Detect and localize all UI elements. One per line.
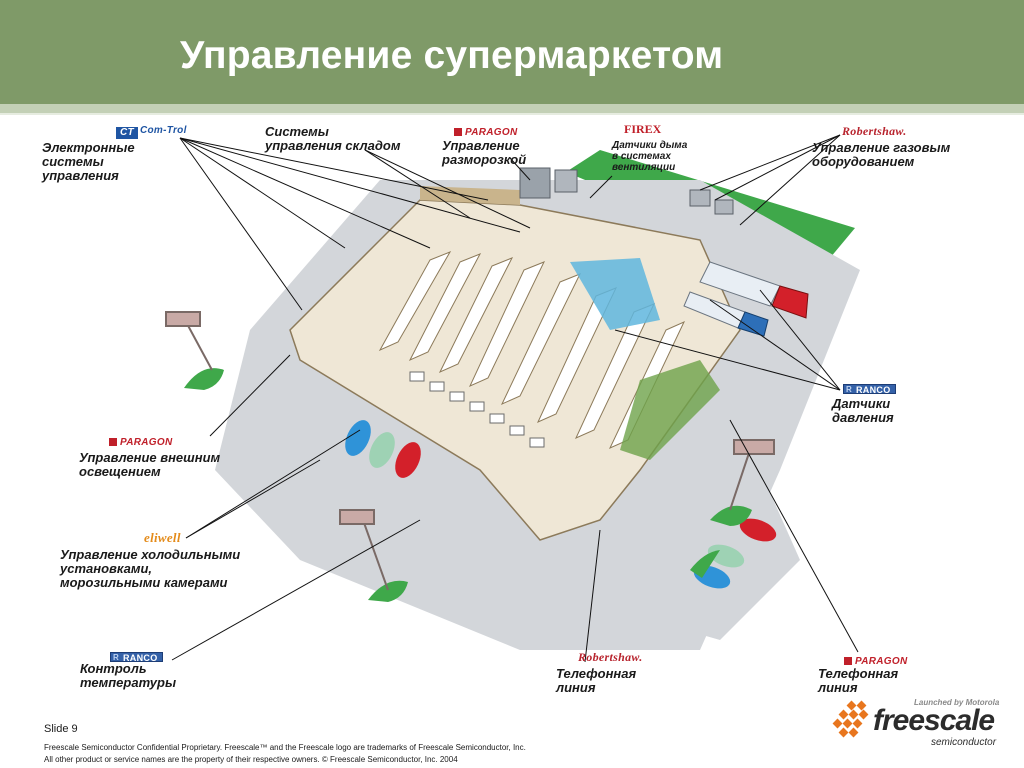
lamp-islands: [184, 368, 752, 602]
store-aisles: [378, 250, 686, 450]
callout-smoke-detectors: Датчики дыма в системах вентиляции: [612, 140, 688, 173]
comtrol-logo-mark: CT: [116, 127, 138, 139]
rooftop-unit-3: [689, 189, 711, 207]
refrigerated-section: [570, 258, 660, 330]
eliwell-logo: eliwell: [144, 530, 181, 545]
firex-logo: FIREX: [624, 122, 662, 136]
slide-title: Управление супермаркетом: [180, 34, 724, 77]
callout-temperature-control: Контроль температуры: [80, 661, 177, 690]
store-back-wall: [420, 186, 520, 205]
footer-legal-line-1: Freescale Semiconductor Confidential Pro…: [44, 743, 526, 752]
callout-phone-line-robertshaw: Телефонная линия: [556, 666, 637, 695]
callout-warehouse-control: Системы управления складом: [265, 124, 401, 153]
callout-pressure-sensors: Датчики давления: [832, 396, 894, 425]
callout-refrigeration-control: Управление холодильными установками, мор…: [60, 547, 241, 590]
produce-section: [620, 360, 720, 460]
footer-legal-line-2: All other product or service names are t…: [44, 755, 458, 764]
callout-phone-line-paragon: Телефонная линия: [818, 666, 899, 695]
delivery-trucks: [683, 261, 809, 337]
checkout-lanes: [409, 371, 545, 448]
lamp-posts: [165, 311, 775, 591]
leader-lines: [171, 134, 859, 663]
callout-outdoor-lighting: Управление внешним освещением: [79, 450, 221, 479]
title-bar-underline-light: [0, 113, 1024, 115]
ranco-logo-pressure: RANCO: [843, 384, 896, 395]
rooftop-unit-2: [554, 169, 578, 193]
freescale-logo-mark: [832, 700, 869, 738]
rooftop-unit-1: [519, 167, 551, 199]
callout-gas-equipment: Управление газовым оборудованием: [812, 140, 951, 169]
ranco-logo-temperature: RANCO: [110, 652, 163, 663]
robertshaw-logo-gas: Robertshaw.: [842, 124, 907, 138]
paragon-logo-phone: PARAGON: [844, 656, 907, 667]
freescale-wordmark: freescale: [873, 704, 995, 737]
comtrol-logo-text: Com-Trol: [140, 125, 187, 136]
rooftop-unit-4: [714, 199, 734, 215]
slide-number: Slide 9: [44, 723, 78, 735]
title-bar: [0, 0, 1024, 104]
launched-by-motorola: Launched by Motorola: [914, 698, 1000, 707]
freescale-subtitle: semiconductor: [931, 737, 997, 748]
paragon-logo-lighting: PARAGON: [109, 437, 172, 448]
title-bar-underline: [0, 104, 1024, 113]
paragon-logo-defrost: PARAGON: [454, 127, 517, 138]
robertshaw-logo-phone: Robertshaw.: [578, 650, 643, 664]
callout-defrost-control: Управление разморозкой: [442, 138, 527, 167]
supermarket-illustration: [165, 134, 860, 663]
callout-electronic-control-systems: Электронные системы управления: [42, 140, 135, 183]
